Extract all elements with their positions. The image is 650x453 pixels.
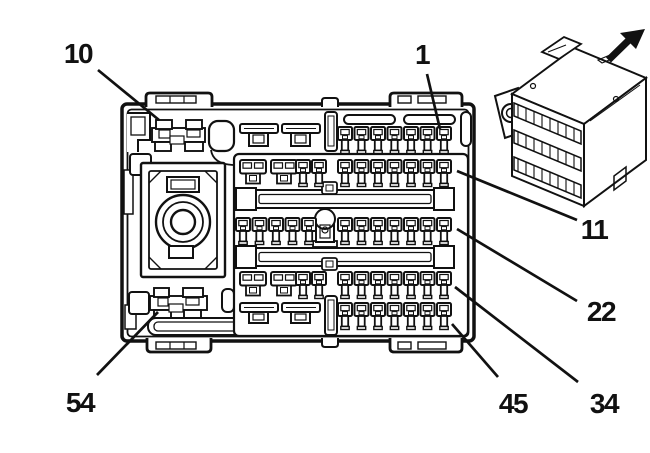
inset-terminal-bands	[513, 101, 582, 200]
callout-34: 34	[590, 388, 620, 419]
callout-labels: 10 1 11 22 34 45 54	[64, 38, 622, 419]
keyed-cavity-10	[151, 119, 206, 152]
connector-3d-view	[493, 29, 649, 208]
callout-11: 11	[581, 214, 609, 245]
mounting-tabs	[144, 91, 464, 354]
center-rib	[324, 295, 338, 336]
t-slots-bottom	[239, 302, 321, 324]
inset-latch	[540, 35, 583, 61]
connector-face-view	[120, 91, 476, 354]
callout-10: 10	[64, 38, 93, 69]
leader-line-34	[454, 285, 579, 384]
bus-slot-b	[235, 245, 455, 269]
direction-arrow-icon	[606, 29, 645, 63]
callout-45: 45	[499, 388, 528, 419]
callout-54: 54	[66, 387, 96, 418]
blade-slot	[403, 114, 456, 125]
bus-slot-a	[235, 187, 455, 211]
keyed-cavity-54	[149, 287, 208, 321]
center-rib	[324, 111, 338, 152]
guide-tower	[139, 161, 227, 279]
leader-lines	[96, 68, 579, 384]
center-lock-post	[312, 208, 338, 248]
left-keying-section	[123, 112, 307, 336]
callout-22: 22	[587, 296, 616, 327]
blade-slot	[343, 114, 396, 125]
terminal-field	[232, 111, 472, 338]
leader-line-45	[450, 323, 500, 378]
leader-line-10	[97, 68, 160, 122]
leader-line-54	[96, 311, 159, 376]
leader-line-1	[425, 73, 442, 130]
t-slots-top	[239, 123, 321, 147]
leader-line-22	[456, 227, 578, 303]
leader-line-11	[456, 169, 578, 222]
callout-1: 1	[415, 39, 430, 70]
